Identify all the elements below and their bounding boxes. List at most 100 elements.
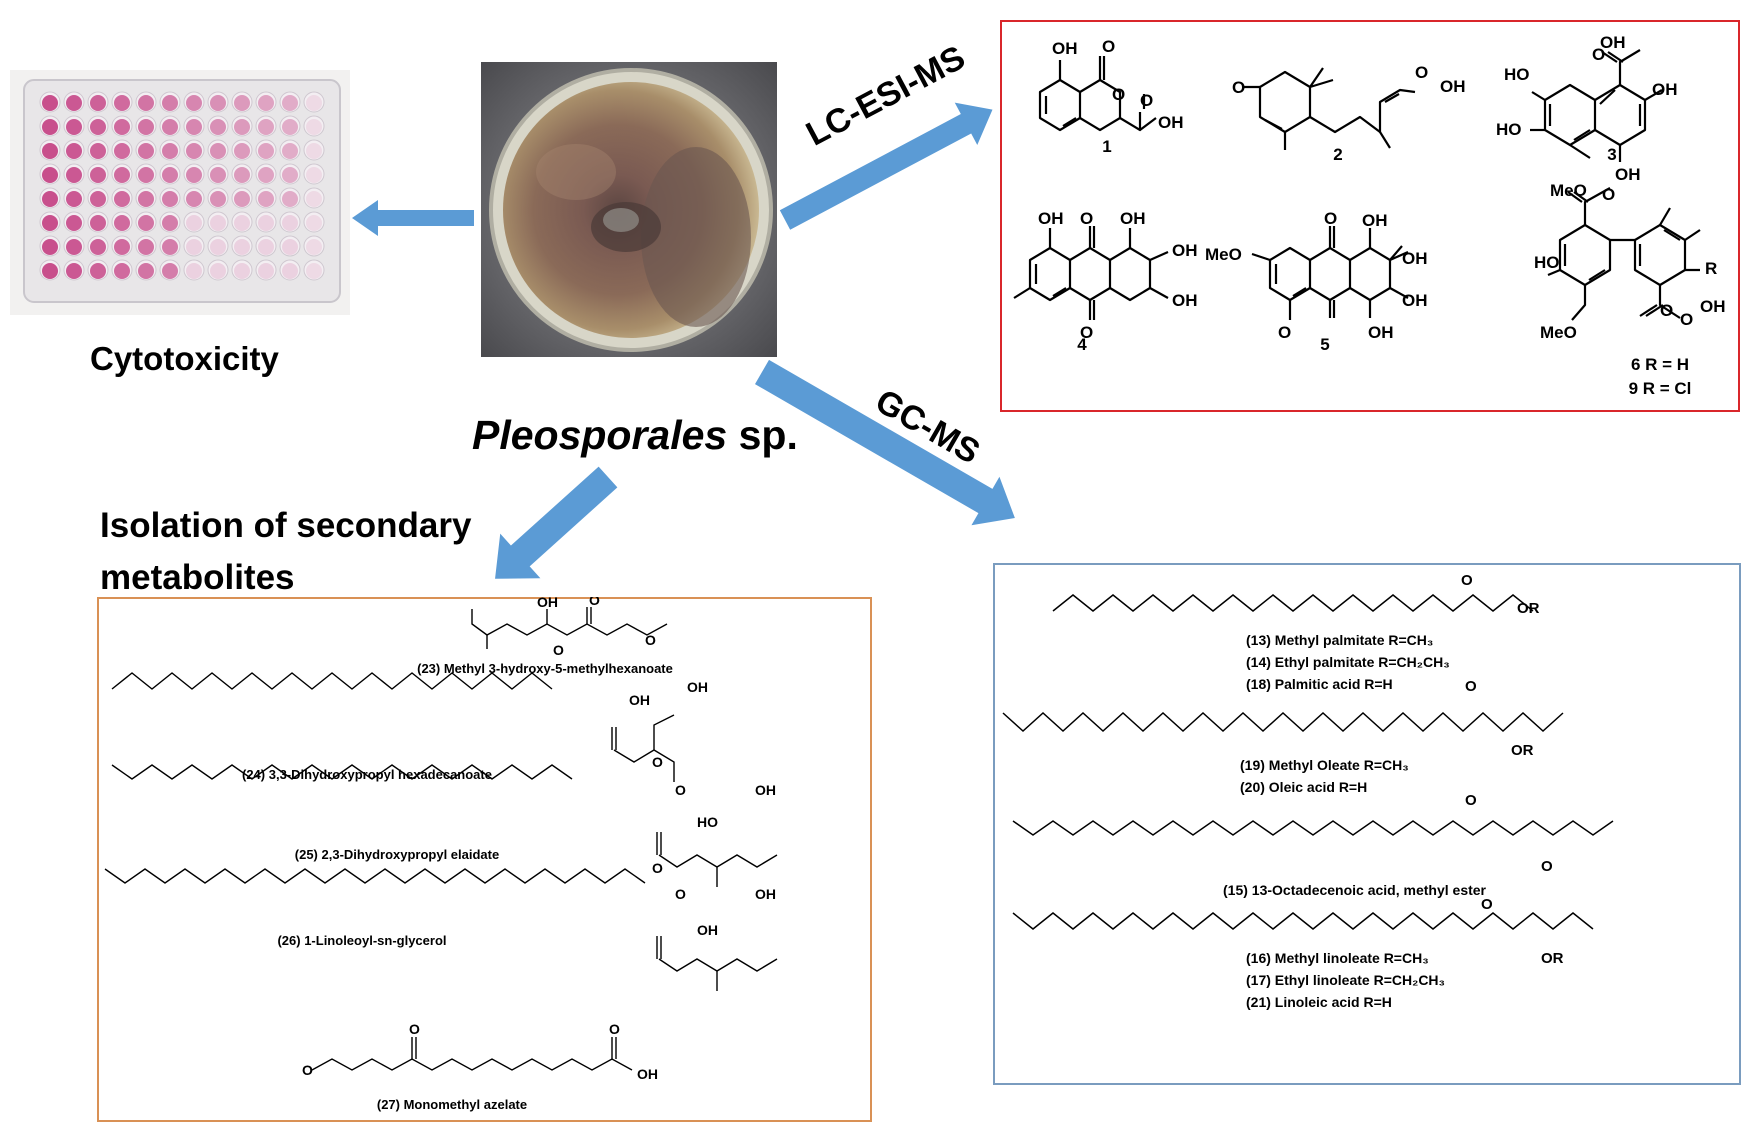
well <box>66 191 82 207</box>
well <box>258 95 274 111</box>
atom-label-c24-3: OH <box>687 679 708 695</box>
atom-label-c3-5: OH <box>1615 165 1641 184</box>
well <box>42 263 58 279</box>
compound-caption-1: (24) 3,3-Dihydroxypropyl hexadecanoate <box>242 767 492 782</box>
atom-label-c23-1: O <box>589 597 600 608</box>
gcms-chain-1 <box>1052 594 1534 612</box>
compound-caption-3: (26) 1-Linoleoyl-sn-glycerol <box>277 933 446 948</box>
atom-label-c5-0: MeO <box>1205 245 1242 264</box>
compound-number-0: 1 <box>1102 137 1111 156</box>
well <box>66 263 82 279</box>
atom-label-c5-1: O <box>1324 209 1337 228</box>
well <box>162 263 178 279</box>
well <box>114 95 130 111</box>
atom-label-c3-4: HO <box>1496 120 1522 139</box>
well <box>306 263 322 279</box>
well <box>234 263 250 279</box>
atom-label-c25-3: HO <box>697 814 718 830</box>
well <box>138 263 154 279</box>
well <box>306 191 322 207</box>
well <box>234 167 250 183</box>
atom-label-c6-5: MeO <box>1540 323 1577 342</box>
well <box>162 215 178 231</box>
atom-label-c26-2: OH <box>755 886 776 902</box>
atom-label-c3-2: HO <box>1504 65 1530 84</box>
well-plate-photo <box>10 70 350 315</box>
well <box>90 191 106 207</box>
well <box>210 215 226 231</box>
gcms-caption-0-2: (18) Palmitic acid R=H <box>1246 676 1393 692</box>
atom-label-c25-1: O <box>675 782 686 798</box>
atom-label-c1-2: O <box>1112 85 1125 104</box>
compound-6-9-structure <box>1547 187 1701 321</box>
compound-2-structure <box>1243 67 1416 150</box>
atom-label-c3-0: OH <box>1600 33 1626 52</box>
well <box>66 143 82 159</box>
atom-label-g3-0: O <box>1465 792 1477 809</box>
well <box>186 215 202 231</box>
well <box>282 119 298 135</box>
well <box>282 143 298 159</box>
gcms-caption-3-1: (17) Ethyl linoleate R=CH₂CH₃ <box>1246 972 1445 988</box>
well <box>186 119 202 135</box>
well <box>186 167 202 183</box>
compound-number-4: 5 <box>1320 335 1329 354</box>
atom-label-c25-2: OH <box>755 782 776 798</box>
atom-label-g1-1: OR <box>1517 600 1540 617</box>
atom-label-c1-4: OH <box>1158 113 1184 132</box>
compound-caption-2: (25) 2,3-Dihydroxypropyl elaidate <box>295 847 499 862</box>
well <box>66 215 82 231</box>
well <box>138 215 154 231</box>
atom-label-c4-4: OH <box>1172 291 1198 310</box>
well <box>234 191 250 207</box>
well <box>162 95 178 111</box>
atom-label-g2-1: OR <box>1511 742 1534 759</box>
well <box>66 167 82 183</box>
well <box>162 239 178 255</box>
isolation-heading: Isolation of secondary metabolites <box>100 500 471 604</box>
compound-27-structure <box>311 1037 633 1071</box>
well <box>306 239 322 255</box>
atom-label-c26-0: O <box>652 860 663 876</box>
atom-label-c4-2: OH <box>1120 209 1146 228</box>
compound-24-chain <box>111 672 553 690</box>
compound-4-structure <box>1013 226 1169 320</box>
well <box>42 119 58 135</box>
well <box>234 143 250 159</box>
lcms-label: LC-ESI-MS <box>800 38 972 154</box>
atom-label-c26-3: OH <box>697 922 718 938</box>
well <box>282 167 298 183</box>
atom-label-c6-3: R <box>1705 259 1717 278</box>
well <box>162 167 178 183</box>
well <box>306 143 322 159</box>
organism-suffix: sp. <box>727 412 798 458</box>
gcms-chain-2 <box>1002 711 1564 733</box>
well <box>234 119 250 135</box>
well <box>42 191 58 207</box>
gcms-caption-1-1: (20) Oleic acid R=H <box>1240 779 1367 795</box>
compound-25-chain <box>111 764 573 780</box>
well <box>90 95 106 111</box>
isolation-heading-line2: metabolites <box>100 558 295 597</box>
gcms-chain-3 <box>1012 820 1614 836</box>
gcms-label: GC-MS <box>869 382 987 472</box>
compound-number-6: 9 R = Cl <box>1629 379 1692 398</box>
well <box>90 239 106 255</box>
atom-label-c1-0: OH <box>1052 39 1078 58</box>
atom-label-c1-3: O <box>1140 91 1153 110</box>
petri-dish-photo <box>481 62 777 357</box>
compound-number-2: 3 <box>1607 145 1616 164</box>
well <box>234 95 250 111</box>
atom-label-c5-5: OH <box>1368 323 1394 342</box>
well <box>306 95 322 111</box>
atom-label-c2-0: O <box>1232 78 1245 97</box>
well <box>90 167 106 183</box>
atom-label-g4-0: O <box>1481 896 1493 913</box>
well <box>210 239 226 255</box>
well <box>42 143 58 159</box>
well <box>114 167 130 183</box>
well <box>138 143 154 159</box>
well <box>210 263 226 279</box>
